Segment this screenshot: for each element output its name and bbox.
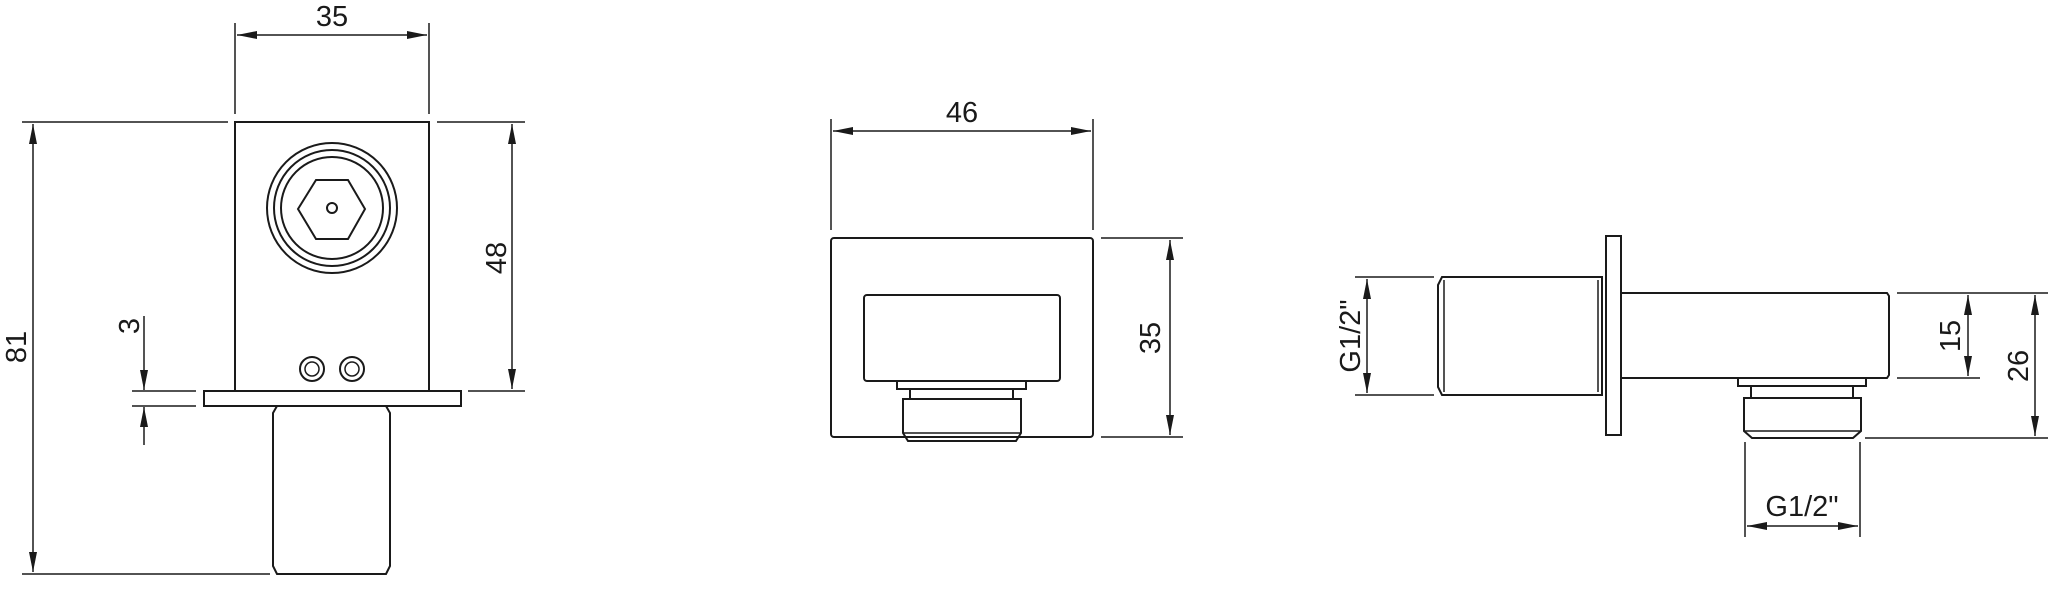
side-outlet-nut <box>1743 397 1862 439</box>
side-view: G1/2" 15 26 G1/2" <box>1335 235 2048 537</box>
top-view: 46 35 <box>830 97 1183 442</box>
front-body <box>234 121 430 392</box>
inlet-cylinder <box>272 405 391 575</box>
wall-flange <box>203 390 462 407</box>
front-body-height-dim-label: 48 <box>481 242 513 274</box>
side-inlet-cylinder <box>1437 276 1603 396</box>
outlet-fitting <box>266 142 398 274</box>
inlet-thread-dim-label: G1/2" <box>1335 299 1367 372</box>
flange-thickness-dim-label: 3 <box>114 318 146 334</box>
top-arm-outline <box>863 294 1061 382</box>
front-width-dim-label: 35 <box>316 1 348 33</box>
screw-icons <box>299 356 365 382</box>
top-outlet-nut <box>902 398 1022 442</box>
arm-height-dim-label: 15 <box>1935 320 1967 352</box>
side-arm <box>1621 292 1890 379</box>
overall-height-dim-label: 26 <box>2003 350 2035 382</box>
top-flange-outline <box>830 237 1094 438</box>
outlet-thread-dim-label: G1/2" <box>1765 491 1838 523</box>
hex-nut-icon <box>296 179 367 240</box>
top-depth-dim-label: 35 <box>1135 322 1167 354</box>
side-wall-flange <box>1605 235 1622 436</box>
front-view: 35 81 48 3 <box>1 1 525 575</box>
top-width-dim-label: 46 <box>946 97 978 129</box>
front-total-height-dim-label: 81 <box>1 331 33 363</box>
